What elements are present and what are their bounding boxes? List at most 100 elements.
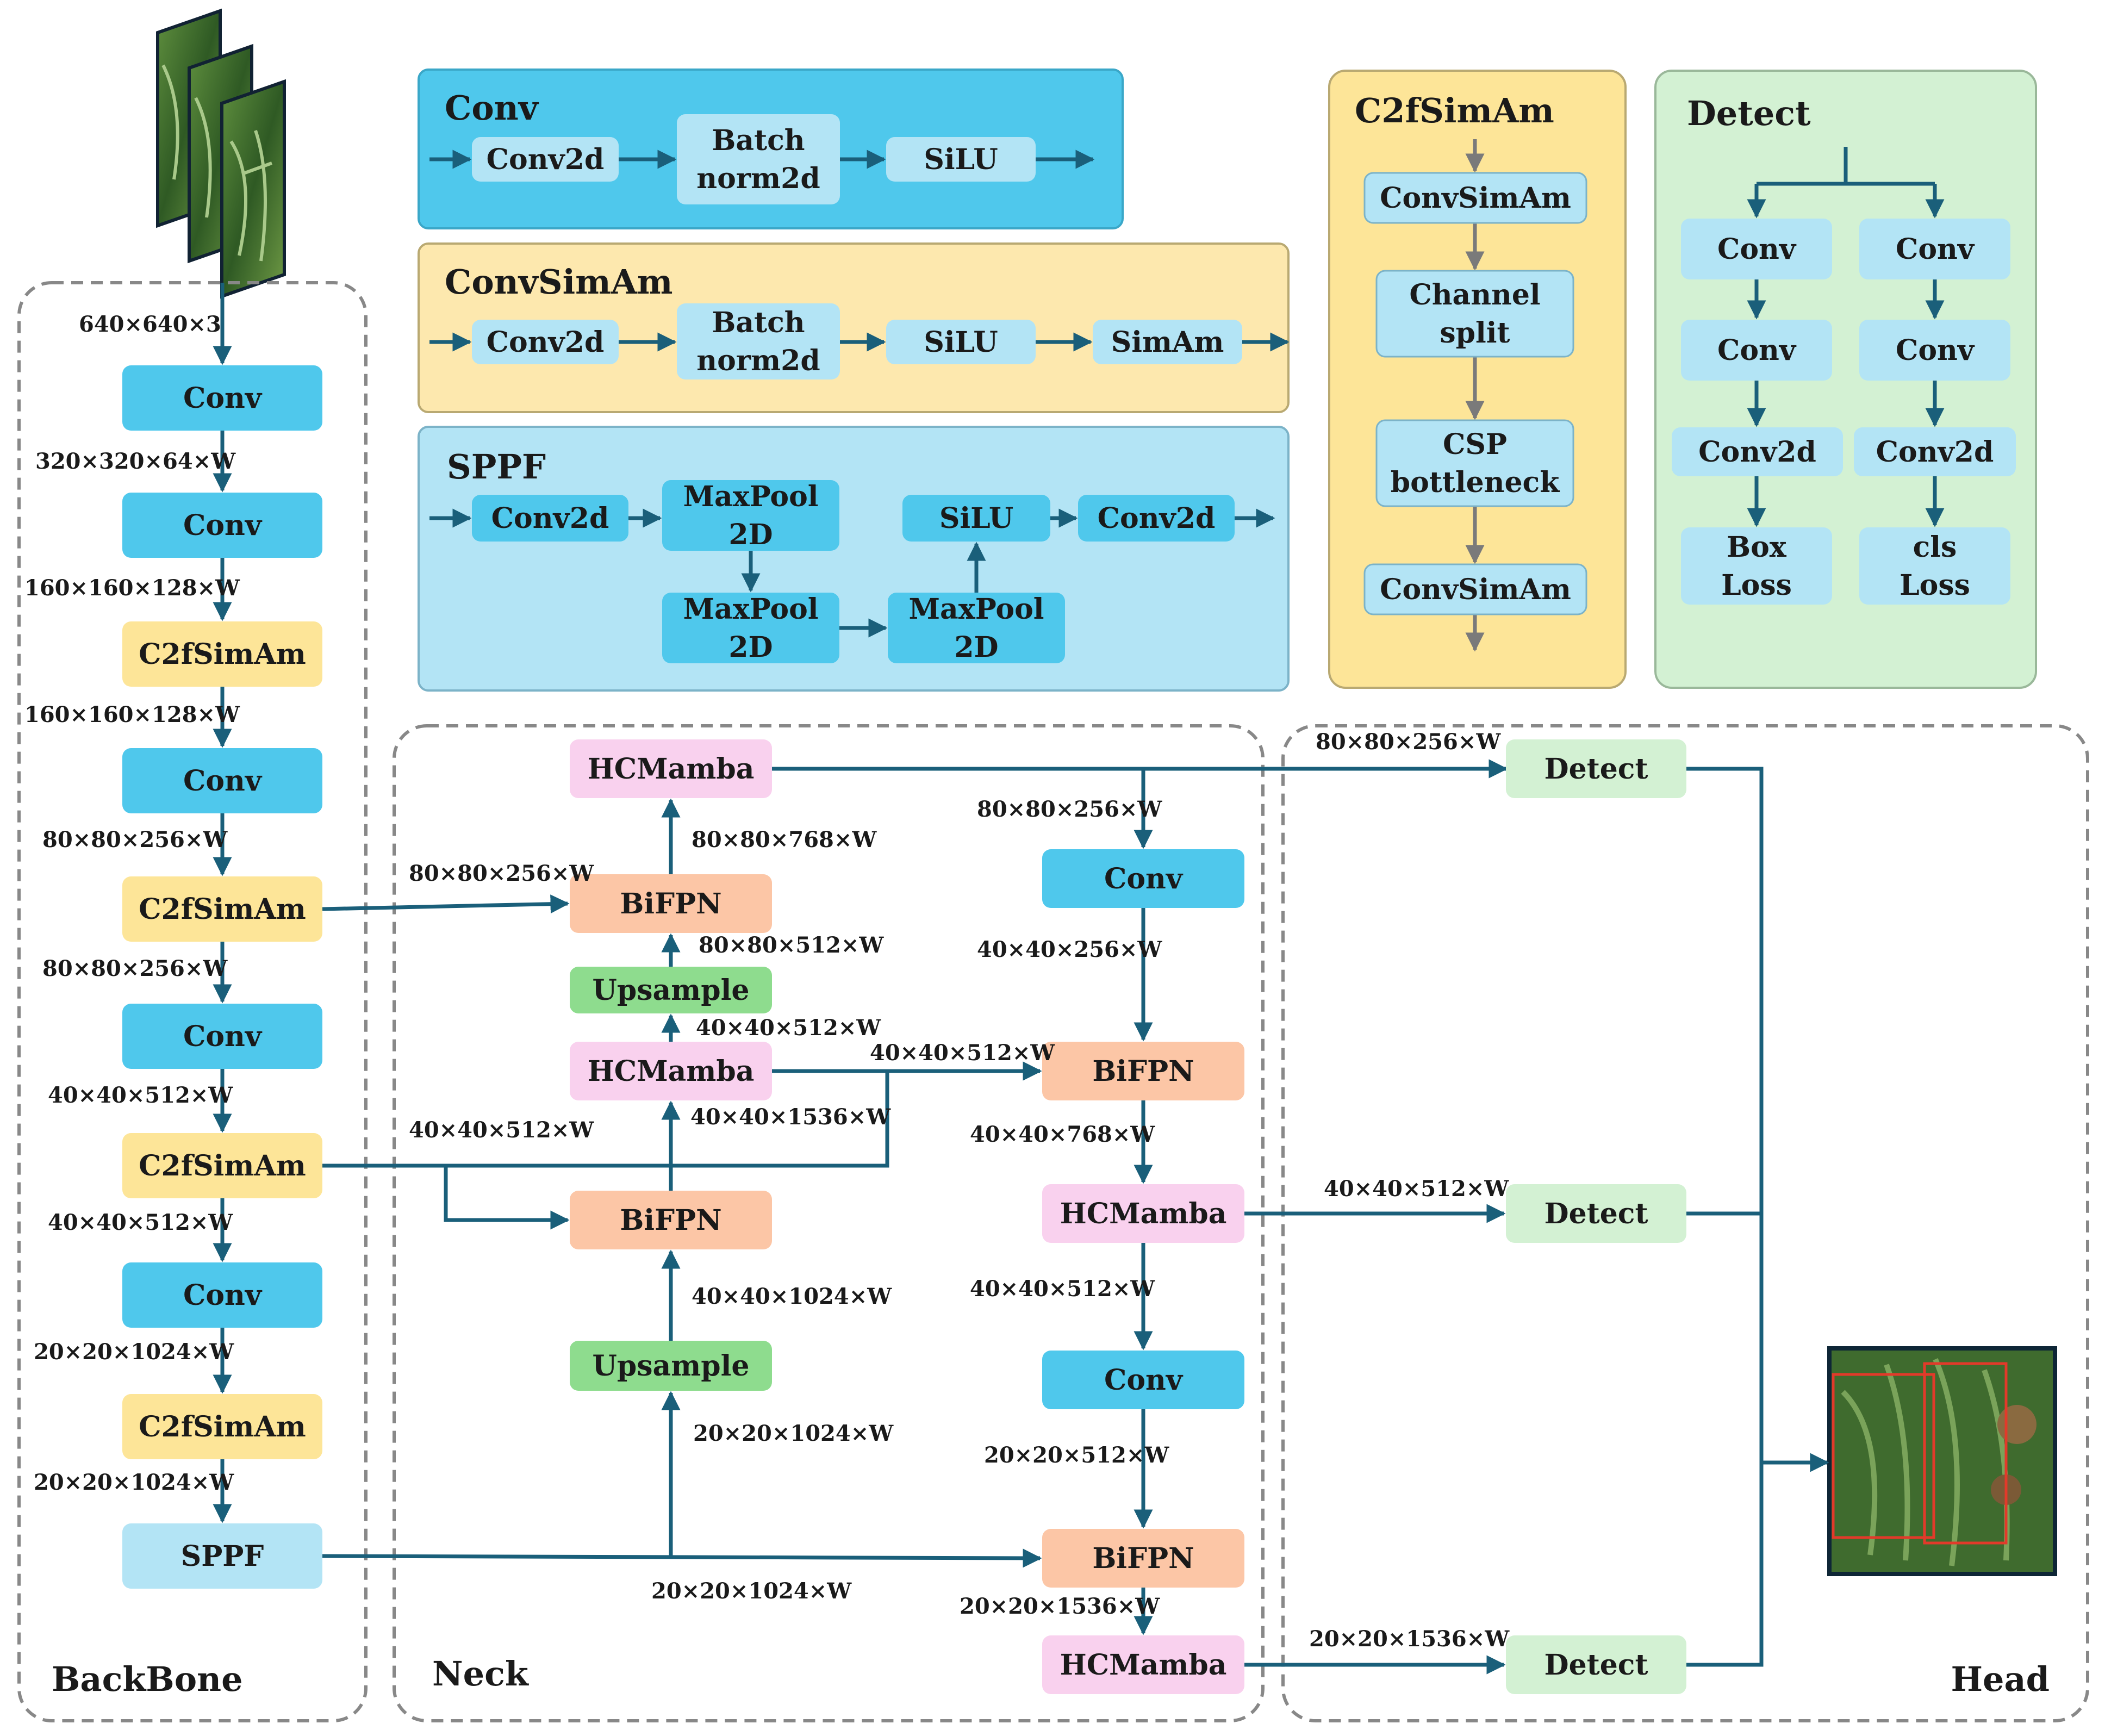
backbone-dim-10: 20×20×1024×W <box>34 1470 234 1495</box>
neck-label: Neck <box>432 1654 530 1694</box>
detect-panel-conv2d-r: Conv2d <box>1854 427 2016 476</box>
neck-dim-d16: 20×20×1536×W <box>960 1594 1160 1619</box>
backbone-block-5: C2fSimAm <box>122 876 322 942</box>
neck-up1: Upsample <box>570 967 772 1013</box>
c2f-panel-convsimam-2-label: ConvSimAm <box>1380 573 1571 606</box>
neck-dim-d15: 20×20×512×W <box>984 1442 1169 1468</box>
backbone-block-2: Conv <box>122 493 322 558</box>
backbone-block-4-label: Conv <box>183 764 263 798</box>
dimension-label-layer: 640×640×3320×320×64×W160×160×128×W160×16… <box>24 312 1510 1652</box>
neck-conv2-label: Conv <box>1104 1364 1184 1397</box>
backbone-block-1-label: Conv <box>183 382 263 415</box>
neck-bif3-label: BiFPN <box>1092 1055 1194 1088</box>
svg-text:Conv: Conv <box>445 88 539 128</box>
sppf-panel-conv2d-1-label: Conv2d <box>491 502 609 535</box>
backbone-dim-3: 160×160×128×W <box>24 575 240 601</box>
convsimam-panel-conv2d-label: Conv2d <box>487 326 605 359</box>
neck-hcm4-label: HCMamba <box>1060 1648 1227 1682</box>
backbone-dim-9: 20×20×1024×W <box>34 1339 234 1365</box>
backbone-block-8-label: Conv <box>183 1279 263 1312</box>
neck-dim-d9: 20×20×1024×W <box>693 1421 894 1446</box>
detect-panel-conv2d-l-label: Conv2d <box>1698 435 1816 469</box>
backbone-block-10: SPPF <box>122 1523 322 1589</box>
convsimam-panel-silu-label: SiLU <box>924 326 998 359</box>
detect-panel-conv-r2: Conv <box>1859 320 2010 381</box>
conv-panel-silu-label: SiLU <box>924 143 998 176</box>
backbone-dim-8: 40×40×512×W <box>48 1210 233 1235</box>
head-dim-3: 20×20×1536×W <box>1309 1626 1510 1652</box>
head-detect-1: Detect <box>1506 739 1686 798</box>
conv-panel-silu: SiLU <box>886 137 1036 182</box>
backbone-block-7-label: C2fSimAm <box>139 1149 306 1183</box>
neck-dim-d4: 40×40×512×W <box>696 1015 881 1041</box>
neck-dim-d7: 40×40×512×W <box>409 1117 594 1143</box>
neck-bif2: BiFPN <box>570 1191 772 1249</box>
neck-dim-d3: 80×80×512×W <box>699 932 884 958</box>
c2f-panel-convsimam-1-label: ConvSimAm <box>1380 182 1571 215</box>
neck-conv1: Conv <box>1042 849 1244 908</box>
neck-conv2: Conv <box>1042 1351 1244 1409</box>
detect-panel-conv2d-l: Conv2d <box>1672 427 1843 476</box>
convsimam-panel-simam-label: SimAm <box>1111 326 1224 359</box>
detect-panel-conv-l2-label: Conv <box>1717 334 1797 367</box>
svg-text:Detect: Detect <box>1687 94 1811 133</box>
head-dim-2: 40×40×512×W <box>1324 1176 1509 1202</box>
neck-bif1: BiFPN <box>570 874 772 933</box>
neck-hcm2-label: HCMamba <box>588 1055 755 1088</box>
convsimam-panel-silu: SiLU <box>886 320 1036 364</box>
neck-arrow-c2f40-bif2 <box>322 1163 570 1230</box>
backbone-block-9-label: C2fSimAm <box>139 1410 306 1443</box>
head-detect-2: Detect <box>1506 1184 1686 1243</box>
head-detect-3: Detect <box>1506 1635 1686 1694</box>
neck-arrow-c2f80-bif1 <box>322 894 570 914</box>
sppf-panel-conv2d-2: Conv2d <box>1078 495 1235 542</box>
neck-dim-d13: 40×40×768×W <box>970 1122 1155 1147</box>
convsimam-panel-conv2d: Conv2d <box>472 320 619 364</box>
sppf-panel-silu-label: SiLU <box>939 502 1013 535</box>
backbone-block-10-label: SPPF <box>181 1540 264 1573</box>
sppf-panel-conv2d-1: Conv2d <box>472 495 628 542</box>
detect-panel-conv-r1-label: Conv <box>1896 233 1975 266</box>
backbone-block-4: Conv <box>122 748 322 813</box>
head-detect-2-label: Detect <box>1545 1197 1648 1230</box>
neck-hcm3-label: HCMamba <box>1060 1197 1227 1230</box>
neck-hcm3: HCMamba <box>1042 1184 1244 1243</box>
detect-panel-conv-l2: Conv <box>1681 320 1832 381</box>
arrow-layer <box>213 139 1945 1675</box>
neck-bif2-label: BiFPN <box>620 1204 721 1237</box>
svg-text:C2fSimAm: C2fSimAm <box>1355 91 1554 130</box>
neck-up2-label: Upsample <box>593 1349 750 1383</box>
neck-arrow-sppf-bif4 <box>322 1548 1042 1568</box>
neck-dim-d10: 20×20×1024×W <box>651 1578 852 1604</box>
backbone-dim-6: 80×80×256×W <box>42 956 228 981</box>
detect-panel-conv2d-r-label: Conv2d <box>1876 435 1994 469</box>
neck-up2: Upsample <box>570 1341 772 1391</box>
backbone-dim-5: 80×80×256×W <box>42 827 228 853</box>
input-image-stack-icon <box>156 8 286 299</box>
neck-hcm2: HCMamba <box>570 1042 772 1100</box>
backbone-block-6: Conv <box>122 1004 322 1069</box>
conv-panel-conv2d: Conv2d <box>472 137 619 182</box>
conv-panel-conv2d-label: Conv2d <box>487 143 605 176</box>
neck-up1-label: Upsample <box>593 974 750 1007</box>
convsimam-panel-simam: SimAm <box>1093 320 1242 364</box>
neck-dim-d14: 40×40×512×W <box>970 1276 1155 1302</box>
backbone-block-3-label: C2fSimAm <box>139 638 306 671</box>
backbone-dim-7: 40×40×512×W <box>48 1082 233 1108</box>
neck-bif1-label: BiFPN <box>620 887 721 920</box>
neck-conv1-label: Conv <box>1104 862 1184 895</box>
sppf-panel-silu: SiLU <box>902 495 1050 542</box>
